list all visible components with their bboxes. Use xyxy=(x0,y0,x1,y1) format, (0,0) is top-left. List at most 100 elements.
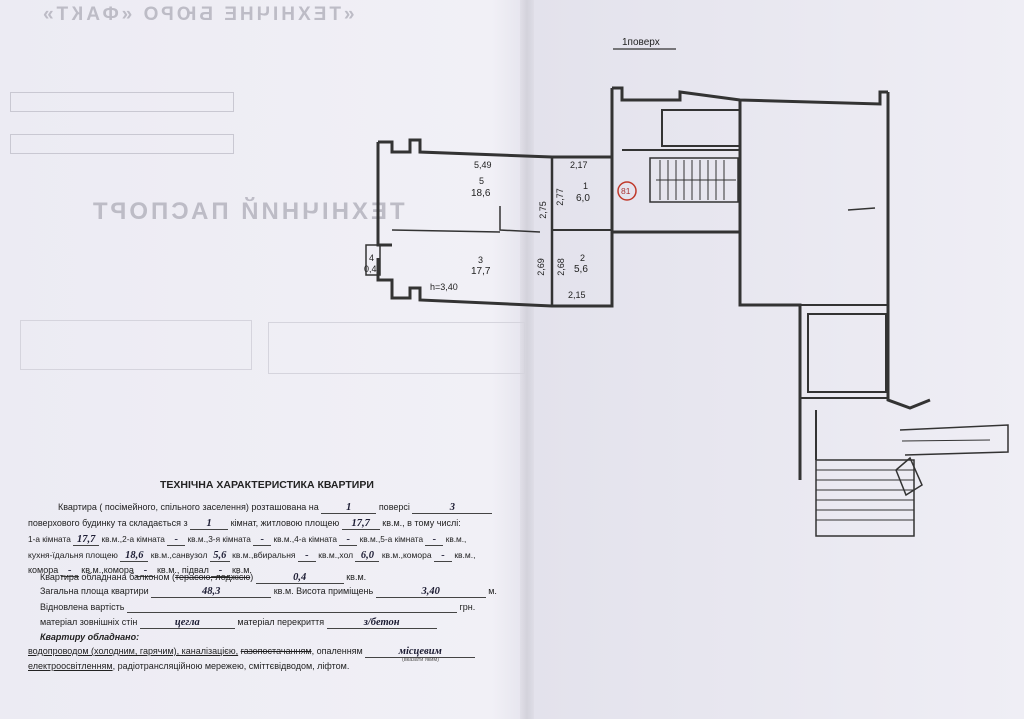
dim-2-77: 2,77 xyxy=(554,188,565,206)
spec-line-7-text-c: м. xyxy=(488,586,497,596)
spec-line-6: Квартира обладнана балконом (терасою, ло… xyxy=(40,572,366,584)
equip-water-sewer: водопроводом (холодним, гарячим), каналі… xyxy=(28,646,239,656)
spec-line-5-text-c: кв.м., підвал xyxy=(156,565,209,575)
basement-area: - xyxy=(211,565,230,577)
toilet-area: - xyxy=(297,550,316,562)
equip-line-2: електроосвітленням, радіотрансляційною м… xyxy=(28,661,349,671)
room2-area: - xyxy=(167,534,186,546)
equip-title: Квартиру обладнано: xyxy=(40,632,140,642)
floor-value: 1 xyxy=(321,502,377,514)
page-fold xyxy=(520,0,534,719)
spec-line-8: Відновлена вартість грн. xyxy=(40,602,475,613)
spec-line-9-text-b: матеріал перекриття xyxy=(237,617,325,627)
balcony-strike-text: терасою, лоджією xyxy=(175,572,251,582)
spec-line-3-text-a: 1-а кімната xyxy=(28,534,71,544)
bleed-box-3 xyxy=(20,320,252,370)
dim-2-69: 2,69 xyxy=(535,258,546,276)
spec-line-2-text-c: кв.м., в тому числі: xyxy=(382,518,461,528)
spec-line-8-text-b: грн. xyxy=(459,602,476,612)
spec-line-4-text-e: кв.м.,комора xyxy=(381,550,432,560)
spec-line-4-text-f: кв.м., xyxy=(454,550,476,560)
rooms-count: 1 xyxy=(190,518,229,530)
spec-line-6-text-a: Квартира обладнана балконом ( xyxy=(40,572,176,582)
heating-sub-caption: (вказати яким) xyxy=(402,657,439,663)
equip-lighting: електроосвітленням xyxy=(28,661,113,671)
spec-line-1-text-a: Квартира ( посімейного, спільного заселе… xyxy=(58,502,319,512)
room5-area: - xyxy=(425,534,444,546)
dim-2-17: 2,17 xyxy=(570,160,588,170)
spec-title: ТЕХНІЧНА ХАРАКТЕРИСТИКА КВАРТИРИ xyxy=(160,479,374,491)
spec-line-5-text-a: комора xyxy=(28,565,59,575)
living-area: 17,7 xyxy=(341,518,380,530)
spec-line-9: матеріал зовнішніх стін цегла матеріал п… xyxy=(40,617,437,629)
spec-line-4: кухня-їдальня площею 18,6 кв.м.,санвузол… xyxy=(28,550,475,562)
equip-line-1: водопроводом (холодним, гарячим), каналі… xyxy=(28,646,476,658)
spec-line-3-text-e: кв.м.,5-а кімната xyxy=(359,534,424,544)
spec-line-6-text-c: кв.м. xyxy=(346,572,367,582)
room1-area: 17,7 xyxy=(73,534,100,546)
spec-line-2-text-b: кімнат, житловою площею xyxy=(230,518,340,528)
spec-line-7: Загальна площа квартири 48,3 кв.м. Висот… xyxy=(40,586,497,598)
dim-2-68: 2,68 xyxy=(555,258,566,276)
room-1-number: 1 xyxy=(583,181,589,191)
room-5-number: 5 xyxy=(479,176,485,186)
room4-area: - xyxy=(339,534,358,546)
spec-line-8-text-a: Відновлена вартість xyxy=(40,602,125,612)
spec-line-5-text-b: кв.м.,комора xyxy=(81,565,134,575)
spec-line-5: комора - кв.м.,комора - кв.м., підвал - … xyxy=(28,565,252,577)
spec-line-7-text-a: Загальна площа квартири xyxy=(40,586,149,596)
room-height: 3,40 xyxy=(375,586,486,598)
spec-line-3-text-b: кв.м.,2-а кімната xyxy=(101,534,165,544)
spec-line-7-text-b: кв.м. Висота приміщень xyxy=(273,586,374,596)
room3-area: - xyxy=(253,534,272,546)
storage1-area: - xyxy=(433,550,452,562)
dim-5-49: 5,49 xyxy=(474,160,492,170)
height-label: h=3,40 xyxy=(430,282,458,292)
spec-line-3-text-c: кв.м.,3-я кімната xyxy=(187,534,251,544)
walls-material: цегла xyxy=(139,617,235,629)
dim-2-15: 2,15 xyxy=(568,290,586,300)
spec-line-4-text-d: кв.м.,хол xyxy=(318,550,354,560)
spec-line-3-text-f: кв.м., xyxy=(445,534,467,544)
dim-2-75: 2,75 xyxy=(537,201,548,219)
bleed-box-2 xyxy=(10,134,234,154)
room-1-area: 6,0 xyxy=(576,193,590,204)
floor-label: 1поверх xyxy=(622,37,660,48)
room-4-number: 4 xyxy=(369,253,375,263)
equip-gas-strike: газопостачанням xyxy=(240,646,312,656)
restored-value-blank xyxy=(126,602,457,613)
total-area: 48,3 xyxy=(151,586,272,598)
storeys-value: 3 xyxy=(412,502,493,514)
equip-heating-label: , опаленням xyxy=(311,646,363,656)
bleed-box-1 xyxy=(10,92,234,112)
kitchen-area: 18,6 xyxy=(120,550,149,562)
storage2-area: - xyxy=(60,565,79,577)
equip-other: , радіотрансляційною мережею, сміттєвідв… xyxy=(112,661,350,671)
apartment-number: 81 xyxy=(621,186,631,196)
room-4-area: 0,4 xyxy=(364,264,377,274)
spec-line-3: 1-а кімната 17,7 кв.м.,2-а кімната - кв.… xyxy=(28,534,466,546)
room-3-number: 3 xyxy=(478,255,484,265)
room-5-area: 18,6 xyxy=(471,188,491,199)
room-3-area: 17,7 xyxy=(471,266,491,277)
balcony-area: 0,4 xyxy=(255,572,344,584)
spec-line-4-text-b: кв.м.,санвузол xyxy=(150,550,208,560)
spec-line-9-text-a: матеріал зовнішніх стін xyxy=(40,617,138,627)
hall-area: 6,0 xyxy=(355,550,380,562)
spec-line-2-text-a: поверхового будинку та складається з xyxy=(28,518,188,528)
spec-line-1-text-b: поверсі xyxy=(378,502,410,512)
bathroom-area: 5,6 xyxy=(209,550,230,562)
spec-line-1: Квартира ( посімейного, спільного заселе… xyxy=(58,502,493,514)
heating-value: місцевим xyxy=(398,646,442,657)
spec-line-6-text-b: ) xyxy=(250,572,254,582)
room-2-area: 5,6 xyxy=(574,264,588,275)
spec-line-4-text-a: кухня-їдальня площею xyxy=(28,550,118,560)
spec-line-4-text-c: кв.м.,вбиральня xyxy=(232,550,296,560)
spec-line-2: поверхового будинку та складається з 1 к… xyxy=(28,518,461,530)
heating-type: місцевим xyxy=(365,646,476,658)
bleed-box-4 xyxy=(268,322,525,374)
storage3-area: - xyxy=(136,565,155,577)
spec-line-3-text-d: кв.м.,4-а кімната xyxy=(273,534,337,544)
